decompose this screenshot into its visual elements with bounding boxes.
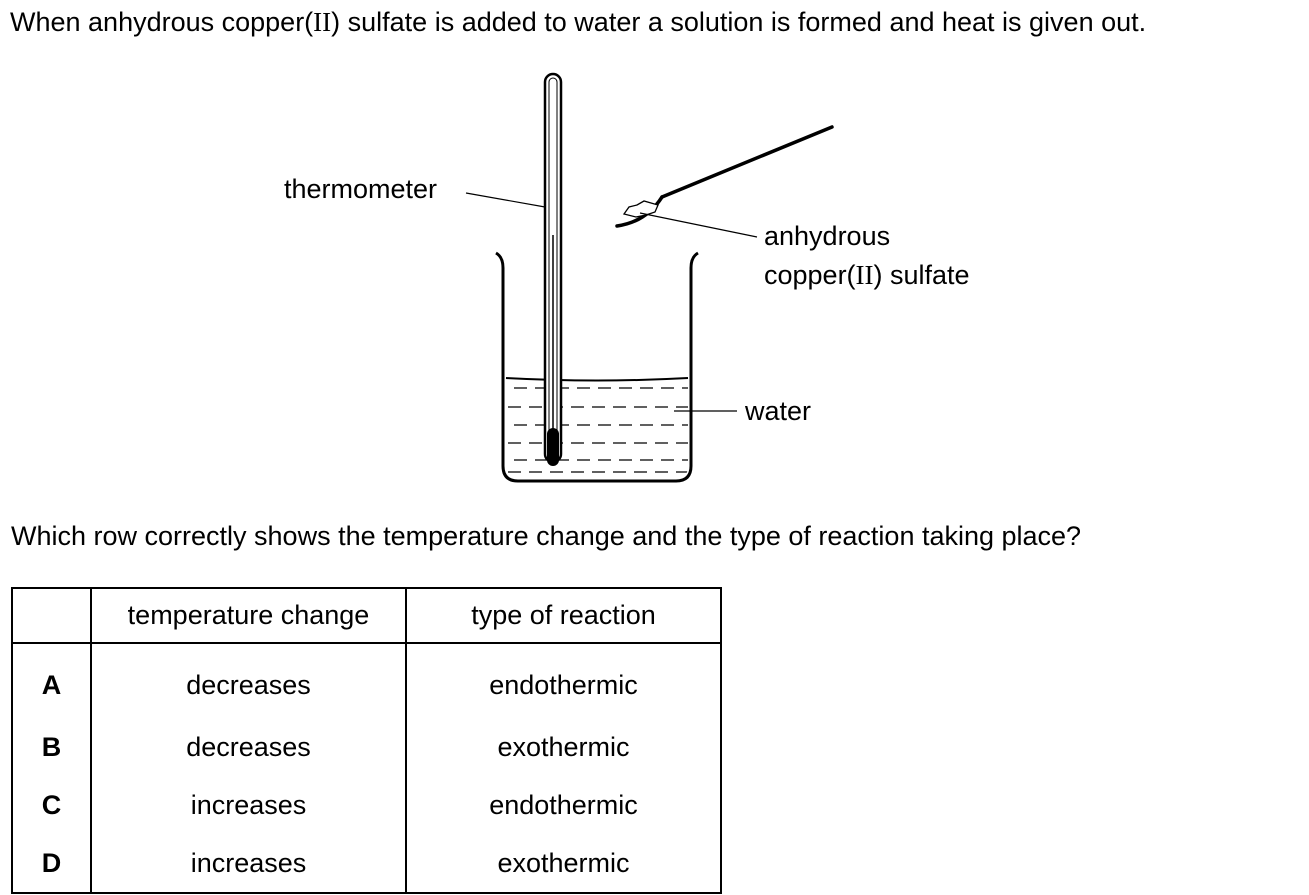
option-key: C [11, 776, 92, 834]
sulfate-leader-line [639, 212, 758, 238]
table-row: D increases exothermic [11, 834, 722, 894]
beaker [495, 251, 699, 483]
answer-table: temperature change type of reaction A de… [11, 587, 722, 894]
temperature-change-cell: decreases [90, 718, 407, 776]
temperature-change-cell: decreases [90, 643, 407, 718]
sulfate-label-roman: II [856, 260, 874, 290]
temperature-change-cell: increases [90, 776, 407, 834]
water-label: water [744, 396, 811, 426]
table-row: A decreases endothermic [11, 643, 722, 718]
sulfate-label-after: ) sulfate [874, 260, 970, 290]
table-row: B decreases exothermic [11, 718, 722, 776]
intro-text-after: ) sulfate is added to water a solution i… [331, 7, 1147, 37]
thermometer-leader-line [465, 192, 546, 208]
sulfate-label-line2: copper(II) sulfate [764, 260, 970, 290]
header-temperature-change: temperature change [90, 587, 407, 644]
option-key: B [11, 718, 92, 776]
type-of-reaction-cell: endothermic [405, 776, 722, 834]
water-body [505, 377, 689, 473]
copper-sulfate-crystals [622, 200, 659, 218]
sulfate-label-line1: anhydrous [764, 221, 890, 251]
table-header-row: temperature change type of reaction [11, 587, 722, 644]
option-key: D [11, 834, 92, 894]
thermometer-label: thermometer [284, 174, 437, 204]
header-key [11, 587, 92, 644]
intro-text: When anhydrous copper(II) sulfate is add… [10, 6, 1146, 38]
temperature-change-cell: increases [90, 834, 407, 894]
table-row: C increases endothermic [11, 776, 722, 834]
apparatus-diagram: thermometer anhydrous copper(II) sulfate… [284, 72, 970, 483]
type-of-reaction-cell: exothermic [405, 834, 722, 894]
intro-roman-numeral: II [313, 7, 332, 37]
sulfate-label-before: copper( [764, 260, 856, 290]
type-of-reaction-cell: exothermic [405, 718, 722, 776]
spatula [615, 125, 834, 228]
option-key: A [11, 643, 92, 718]
intro-text-before: When anhydrous copper( [10, 7, 314, 37]
thermometer [543, 72, 563, 466]
type-of-reaction-cell: endothermic [405, 643, 722, 718]
header-type-of-reaction: type of reaction [405, 587, 722, 644]
question-text: Which row correctly shows the temperatur… [11, 521, 1082, 551]
